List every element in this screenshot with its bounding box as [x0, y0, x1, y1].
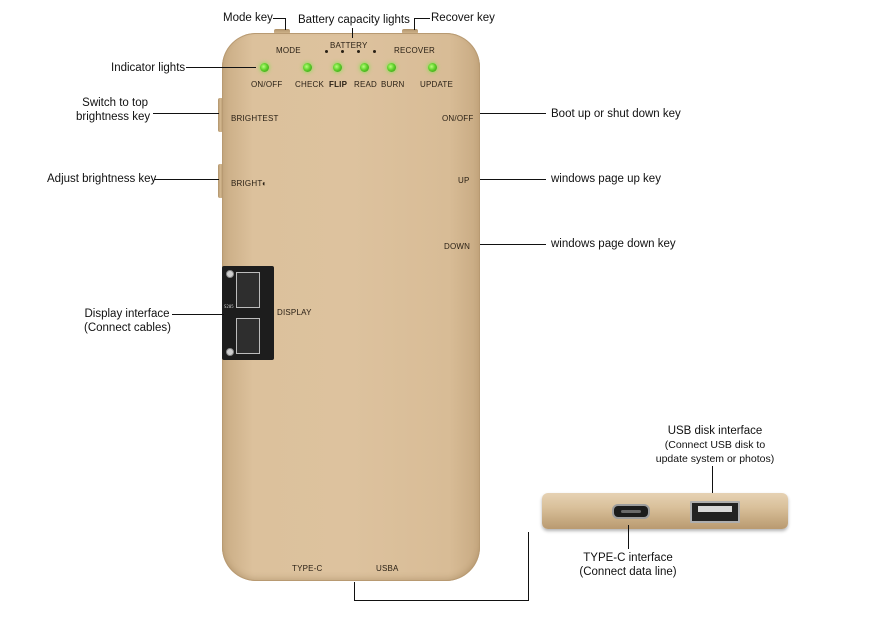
- indicator-label-read: READ: [354, 80, 378, 89]
- leader-mode-key-h: [273, 18, 285, 19]
- callout-switch-top-brightness: Switch to top brightness key: [76, 96, 151, 124]
- callout-typec-interface: TYPE-C interface (Connect data line): [566, 551, 690, 579]
- usba-label: USBA: [376, 564, 399, 573]
- leader-recover-v: [414, 18, 415, 30]
- device-body: MODE BATTERY RECOVER ON/OFF CHECK FLIP R…: [222, 33, 480, 581]
- typec-port[interactable]: [612, 504, 650, 519]
- on-off-label: ON/OFF: [442, 114, 474, 123]
- callout-indicator-lights: Indicator lights: [111, 62, 186, 74]
- usba-port[interactable]: [690, 501, 740, 523]
- callout-mode-key: Mode key: [223, 12, 273, 24]
- leader-adjust-brightness: [154, 179, 219, 180]
- leader-usb-disk: [712, 466, 713, 496]
- display-connector-slot-lower[interactable]: [236, 318, 260, 354]
- device-bottom-view: [542, 493, 788, 529]
- brightest-key[interactable]: [218, 98, 223, 132]
- callout-switch-line-2: brightness key: [76, 111, 151, 123]
- indicator-label-check: CHECK: [295, 80, 325, 89]
- bright-label: BRIGHT: [231, 179, 263, 188]
- callout-usb-line-1: USB disk interface: [667, 425, 763, 437]
- leader-page-down: [480, 244, 546, 245]
- leader-mode-key-v: [285, 18, 286, 30]
- callout-usb-line-2: (Connect USB disk to: [664, 439, 766, 451]
- bright-key[interactable]: [218, 164, 223, 198]
- callout-usb-line-3: update system or photos): [655, 453, 775, 465]
- indicator-led-read: [360, 63, 369, 72]
- callout-adjust-brightness: Adjust brightness key: [47, 173, 157, 185]
- indicator-led-update: [428, 63, 437, 72]
- indicator-label-update: UPDATE: [420, 80, 454, 89]
- callout-typec-line-1: TYPE-C interface: [583, 552, 673, 564]
- indicator-led-flip: [333, 63, 342, 72]
- leader-typec: [628, 525, 629, 549]
- callout-boot-shutdown: Boot up or shut down key: [551, 108, 681, 120]
- indicator-label-burn: BURN: [381, 80, 405, 89]
- leader-battery: [352, 28, 353, 38]
- callout-recover-key: Recover key: [431, 12, 495, 24]
- leader-switch-brightness: [153, 113, 219, 114]
- bracket-bottom-h: [354, 600, 529, 601]
- battery-light-1: [325, 50, 328, 53]
- callout-page-down: windows page down key: [551, 238, 676, 250]
- indicator-label-on-off: ON/OFF: [251, 80, 283, 89]
- indicator-label-flip: FLIP: [329, 80, 348, 89]
- bracket-right-v: [528, 532, 529, 601]
- leader-recover-h: [414, 18, 430, 19]
- callout-display-interface: Display interface (Connect cables): [84, 307, 171, 335]
- callout-typec-line-2: (Connect data line): [579, 566, 677, 578]
- up-label: UP: [458, 176, 470, 185]
- leader-boot: [480, 113, 546, 114]
- callout-usb-disk: USB disk interface (Connect USB disk to …: [640, 424, 790, 466]
- display-label: DISPLAY: [277, 308, 312, 317]
- leader-display: [172, 314, 224, 315]
- leader-page-up: [480, 179, 546, 180]
- display-connector-board[interactable]: S205: [222, 266, 274, 360]
- screw-icon: [226, 348, 234, 356]
- recover-label: RECOVER: [394, 46, 435, 55]
- battery-label: BATTERY: [330, 41, 368, 50]
- display-connector-slot-upper[interactable]: [236, 272, 260, 308]
- indicator-led-check: [303, 63, 312, 72]
- mode-label: MODE: [276, 46, 301, 55]
- callout-switch-line-1: Switch to top: [82, 97, 148, 109]
- battery-light-2: [341, 50, 344, 53]
- callout-battery-lights: Battery capacity lights: [298, 14, 410, 26]
- callout-page-up: windows page up key: [551, 173, 661, 185]
- brightest-label: BRIGHTEST: [231, 114, 279, 123]
- indicator-led-on-off: [260, 63, 269, 72]
- board-marking: S205: [224, 304, 234, 309]
- mode-key[interactable]: [274, 29, 290, 34]
- callout-display-line-1: Display interface: [84, 308, 170, 320]
- brightness-icon: ◐: [262, 179, 267, 188]
- down-label: DOWN: [444, 242, 471, 251]
- battery-light-3: [357, 50, 360, 53]
- recover-key[interactable]: [402, 29, 418, 34]
- screw-icon: [226, 270, 234, 278]
- typec-label: TYPE-C: [292, 564, 323, 573]
- bracket-left-v: [354, 582, 355, 600]
- indicator-led-burn: [387, 63, 396, 72]
- battery-light-4: [373, 50, 376, 53]
- callout-display-line-2: (Connect cables): [84, 322, 171, 334]
- leader-indicator: [186, 67, 256, 68]
